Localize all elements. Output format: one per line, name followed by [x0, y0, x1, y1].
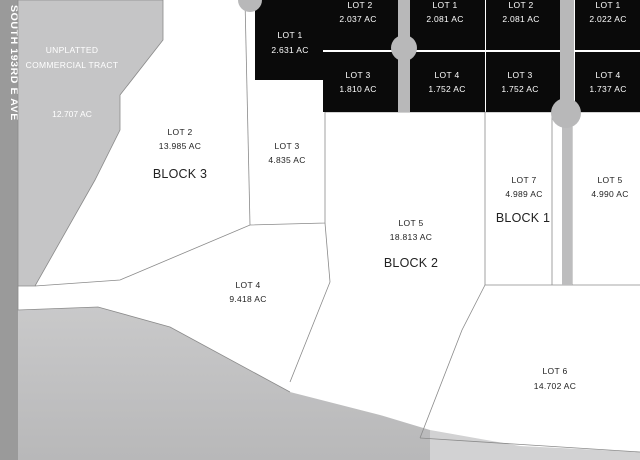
lot-b1-7[interactable] [485, 112, 562, 285]
lot-b1-5-area: 4.990 AC [591, 189, 628, 199]
lot-topb-3-area: 1.752 AC [501, 84, 538, 94]
cul-de-sac-bulb-a [391, 35, 417, 61]
lot-b3-3-name: LOT 3 [275, 141, 300, 151]
lot-topb-4[interactable] [575, 52, 640, 112]
lot-topb-1-area: 2.022 AC [589, 14, 626, 24]
lot-topa-2-name: LOT 2 [348, 0, 373, 10]
block-1-label: BLOCK 1 [496, 211, 550, 225]
lot-b2-5-name: LOT 5 [399, 218, 424, 228]
lot-topb-1-name: LOT 1 [596, 0, 621, 10]
lot-b3-2-area: 13.985 AC [159, 141, 201, 151]
road-area-right [430, 430, 640, 460]
lot-topb-3[interactable] [486, 52, 560, 112]
street-strip [0, 0, 18, 460]
lot-b2-5-area: 18.813 AC [390, 232, 432, 242]
block-3-label: BLOCK 3 [153, 167, 207, 181]
lot-b3-1-name: LOT 1 [278, 30, 303, 40]
lot-topa-3-area: 1.810 AC [339, 84, 376, 94]
lot-topb-4-area: 1.737 AC [589, 84, 626, 94]
lot-topb-3-name: LOT 3 [508, 70, 533, 80]
road-area [18, 307, 430, 460]
lot-topb-4-name: LOT 4 [596, 70, 621, 80]
unplatted-area: 12.707 AC [52, 109, 92, 119]
lot-topa-4-area: 1.752 AC [428, 84, 465, 94]
lot-b1-7-name: LOT 7 [512, 175, 537, 185]
lot-topb-1[interactable] [575, 0, 640, 50]
unplatted-title-line1: UNPLATTED [46, 45, 99, 55]
lot-b1-6-name: LOT 6 [543, 366, 568, 376]
lot-b3-2-name: LOT 2 [168, 127, 193, 137]
lot-topa-3-name: LOT 3 [346, 70, 371, 80]
lot-topb-2[interactable] [486, 0, 560, 50]
lot-topa-4-name: LOT 4 [435, 70, 460, 80]
lot-b3-4-area: 9.418 AC [229, 294, 266, 304]
lot-b1-5[interactable] [572, 112, 640, 285]
lot-topa-4[interactable] [410, 52, 485, 112]
lot-access-strip [562, 120, 572, 285]
block-2-label: BLOCK 2 [384, 256, 438, 270]
lot-topa-2[interactable] [323, 0, 398, 50]
lot-topa-3[interactable] [323, 52, 398, 112]
unplatted-commercial-tract[interactable] [17, 0, 164, 287]
cul-de-sac-bulb-c [238, 0, 262, 12]
lot-b1-5-name: LOT 5 [598, 175, 623, 185]
unplatted-title-line2: COMMERCIAL TRACT [26, 60, 119, 70]
lot-b3-1-area: 2.631 AC [271, 45, 308, 55]
lot-topa-2-area: 2.037 AC [339, 14, 376, 24]
street-label: SOUTH 193RD E AVE [8, 5, 20, 121]
cul-de-sac-bulb-b [551, 98, 581, 128]
lot-topa-1-area: 2.081 AC [426, 14, 463, 24]
lot-b1-7-area: 4.989 AC [505, 189, 542, 199]
lot-topa-1[interactable] [410, 0, 485, 50]
lot-b3-1[interactable] [255, 0, 323, 80]
lot-topb-2-name: LOT 2 [509, 0, 534, 10]
lot-b3-4-name: LOT 4 [236, 280, 261, 290]
lot-b1-6-area: 14.702 AC [534, 381, 576, 391]
lot-topb-2-area: 2.081 AC [502, 14, 539, 24]
lot-b3-3[interactable] [245, 80, 325, 225]
cul-de-sac-street-b [560, 0, 574, 118]
lot-topa-1-name: LOT 1 [433, 0, 458, 10]
lot-b3-3-area: 4.835 AC [268, 155, 305, 165]
